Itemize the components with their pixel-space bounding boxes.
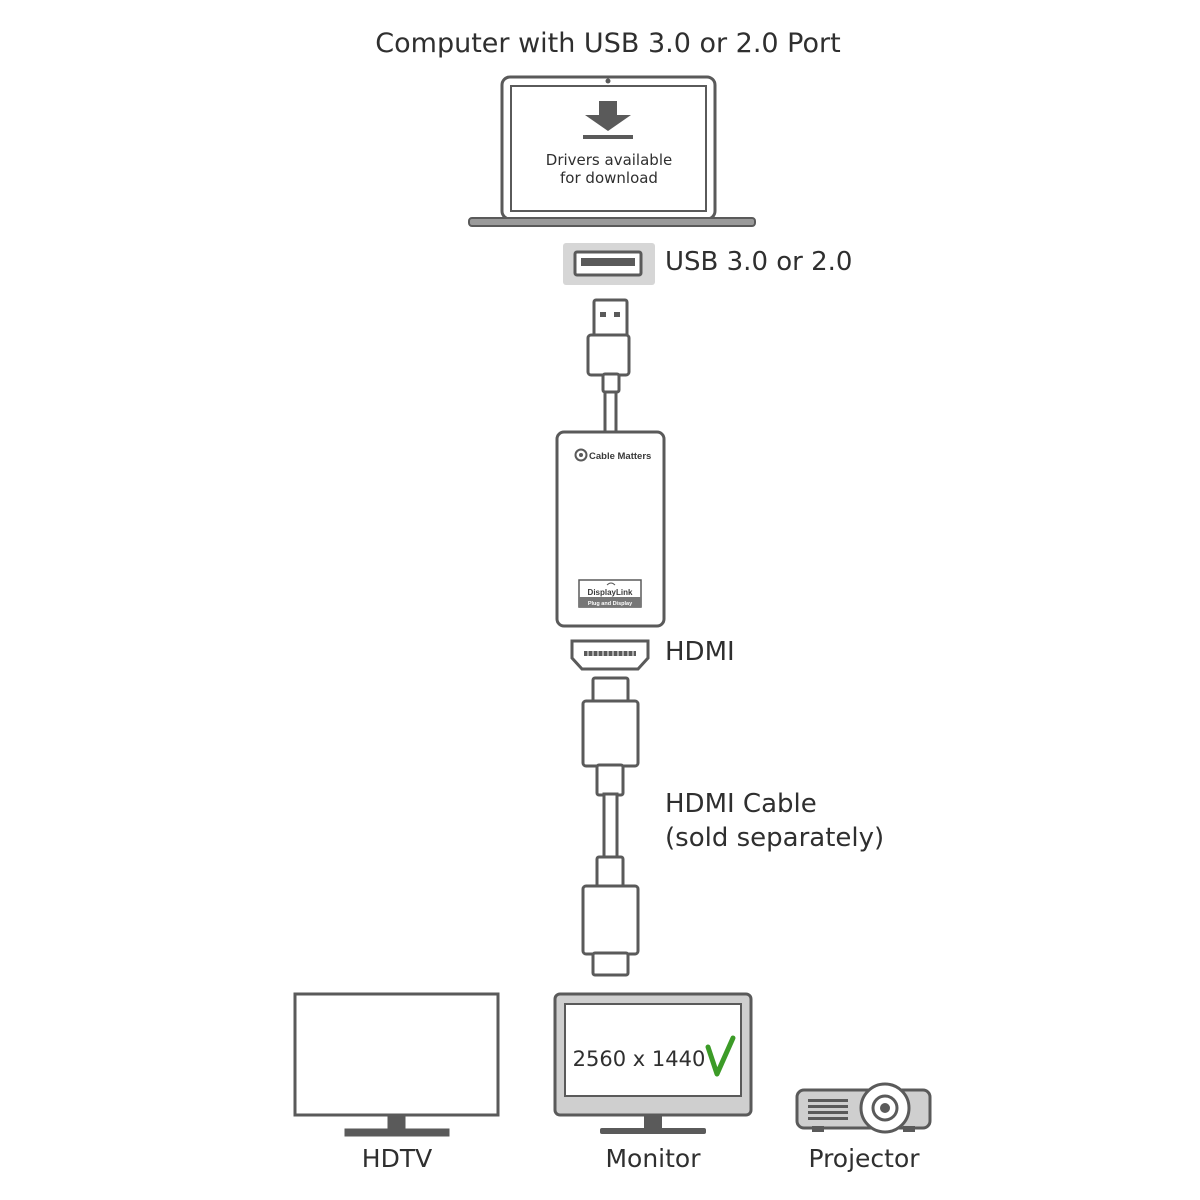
monitor-label: Monitor [605, 1144, 701, 1173]
usb-plug-icon [586, 298, 631, 394]
hdmi-cable-label: HDMI Cable [665, 789, 817, 819]
usb-port-icon [563, 243, 655, 285]
download-icon [583, 101, 633, 139]
hdmi-cable-note: (sold separately) [665, 823, 885, 853]
adapter-brand: Cable Matters [589, 451, 651, 462]
laptop-icon [468, 75, 756, 227]
adapter-badge-bottom: Plug and Display [588, 601, 633, 607]
usb-cable [603, 390, 618, 434]
hdmi-cable-icon [581, 676, 640, 977]
hdmi-port-label: HDMI [665, 637, 735, 667]
adapter-badge-top: DisplayLink [588, 588, 633, 597]
hdmi-port-icon [570, 639, 650, 671]
monitor-resolution: 2560 x 1440 [573, 1047, 706, 1071]
usb-port-label: USB 3.0 or 2.0 [665, 247, 853, 277]
projector-label: Projector [808, 1144, 920, 1173]
checkmark-icon [705, 1035, 736, 1077]
laptop-screen-text-2: for download [560, 169, 658, 187]
hdtv-icon [293, 992, 500, 1137]
hdtv-label: HDTV [361, 1144, 433, 1173]
page-title: Computer with USB 3.0 or 2.0 Port [375, 28, 841, 59]
monitor-icon [553, 992, 753, 1134]
projector-icon [795, 1082, 932, 1134]
adapter-icon [555, 430, 666, 628]
laptop-screen-text-1: Drivers available [546, 151, 672, 169]
